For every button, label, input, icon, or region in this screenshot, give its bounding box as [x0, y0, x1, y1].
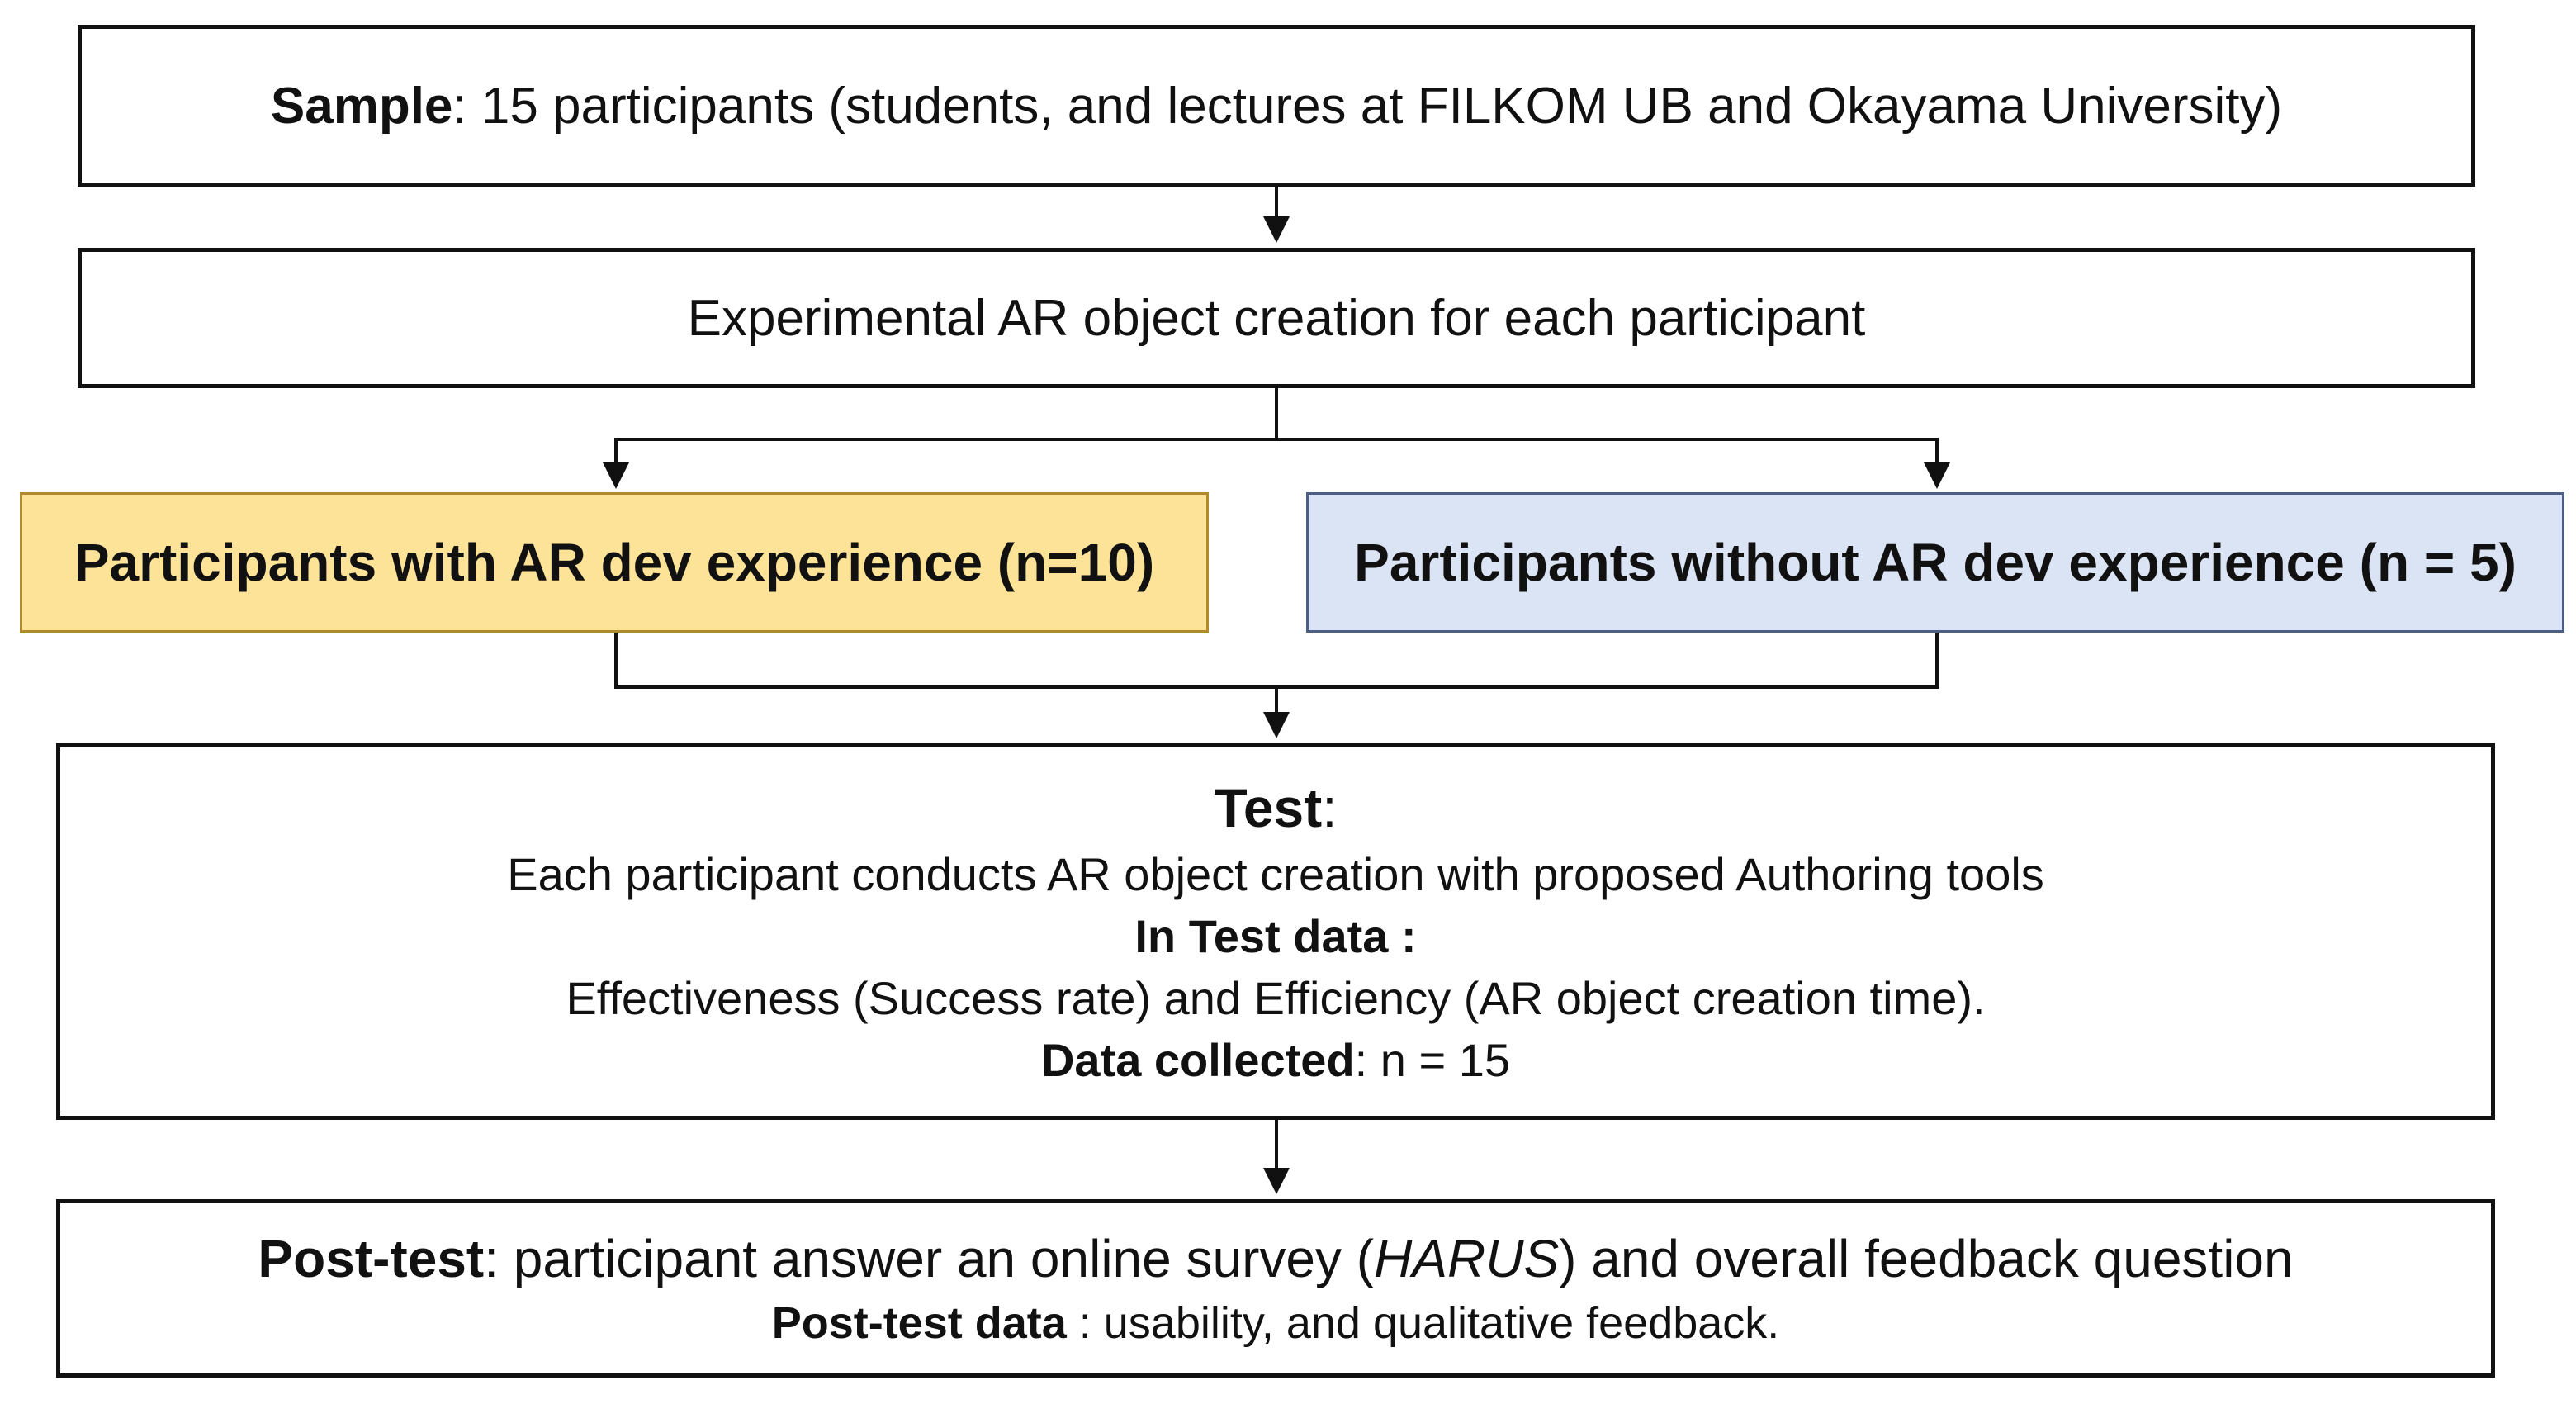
group-without-experience-box: Participants without AR dev experience (…	[1306, 492, 2564, 633]
group-with-experience-text: Participants with AR dev experience (n=1…	[73, 533, 1155, 592]
test-description: Each participant conducts AR object crea…	[507, 848, 2044, 900]
test-collected-text: : n = 15	[1354, 1034, 1511, 1086]
post-test-text-before: : participant answer an online survey (	[484, 1229, 1375, 1288]
group-with-experience-box: Participants with AR dev experience (n=1…	[20, 492, 1209, 633]
test-box: Test: Each participant conducts AR objec…	[56, 743, 2495, 1120]
post-test-text-after: ) and overall feedback question	[1559, 1229, 2294, 1288]
sample-text: : 15 participants (students, and lecture…	[452, 77, 2283, 135]
connector-groups-merge	[614, 633, 1939, 689]
test-label: Test	[1214, 777, 1323, 838]
sample-label: Sample	[270, 77, 453, 135]
test-data-text: Effectiveness (Success rate) and Efficie…	[566, 972, 1986, 1024]
connector-experiment-split	[603, 388, 1278, 489]
experiment-text: Experimental AR object creation for each…	[687, 289, 1866, 347]
experiment-box: Experimental AR object creation for each…	[78, 248, 2475, 388]
post-test-label: Post-test	[258, 1229, 485, 1288]
test-data-heading: In Test data :	[1134, 910, 1417, 962]
test-label-suffix: :	[1322, 777, 1338, 838]
post-test-data-label: Post-test data	[771, 1298, 1067, 1348]
test-collected-line: Data collected: n = 15	[1041, 1033, 1510, 1087]
connector-experiment-split-right	[1276, 438, 1950, 489]
group-without-experience-text: Participants without AR dev experience (…	[1354, 533, 2517, 592]
post-test-survey-name: HARUS	[1374, 1229, 1560, 1288]
test-title-line: Test:	[1214, 776, 1337, 839]
sample-line: Sample: 15 participants (students, and l…	[271, 77, 2282, 135]
test-collected-label: Data collected	[1040, 1034, 1355, 1086]
sample-box: Sample: 15 participants (students, and l…	[78, 25, 2475, 187]
post-test-data-line: Post-test data : usability, and qualitat…	[772, 1297, 1780, 1349]
post-test-data-text: : usability, and qualitative feedback.	[1066, 1298, 1780, 1348]
post-test-box: Post-test: participant answer an online …	[56, 1199, 2495, 1378]
post-test-line: Post-test: participant answer an online …	[258, 1228, 2293, 1289]
